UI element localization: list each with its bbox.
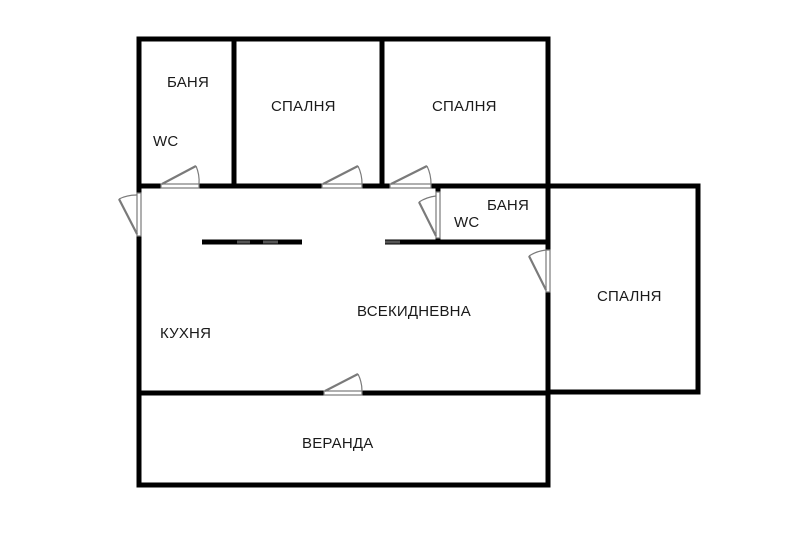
room-label-bedroom-3: СПАЛНЯ [597,288,662,305]
door-icon [118,165,551,396]
room-label-bedroom-2: СПАЛНЯ [432,98,497,115]
room-label-living-room: ВСЕКИДНЕВНА [357,303,471,320]
room-label-bedroom-1: СПАЛНЯ [271,98,336,115]
room-label-veranda: ВЕРАНДА [302,435,374,452]
walls [136,36,701,488]
room-label-bath-1: БАНЯ [167,74,209,91]
room-label-wc-1: WC [153,133,179,150]
room-label-bath-2: БАНЯ [487,197,529,214]
room-label-wc-2: WC [454,214,480,231]
room-label-kitchen: КУХНЯ [160,325,212,342]
